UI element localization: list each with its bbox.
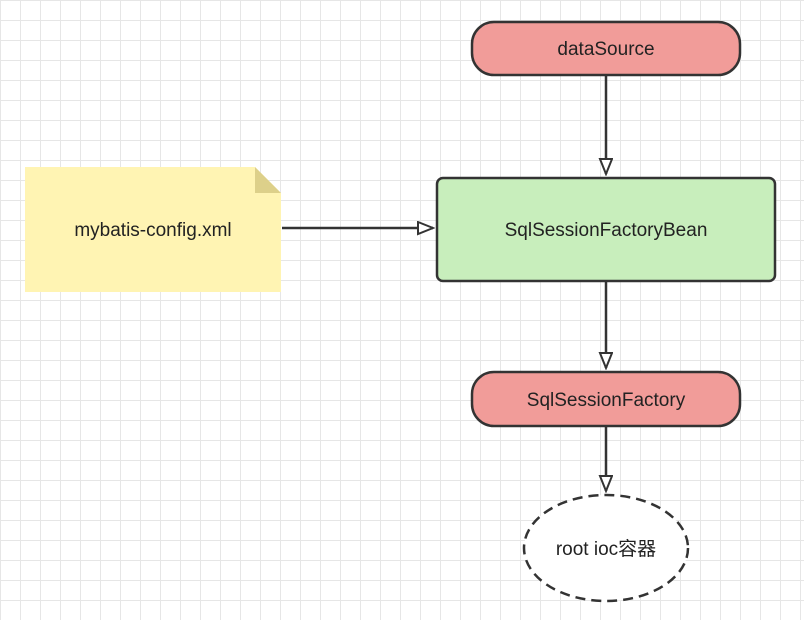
node-config-file-shape bbox=[25, 167, 281, 292]
node-root-ioc-shape bbox=[522, 493, 690, 603]
node-session-factory-shape bbox=[470, 370, 742, 428]
node-data-source-shape bbox=[470, 20, 742, 77]
node-root-ioc-label: root ioc容器 bbox=[556, 538, 656, 560]
node-factory-bean-label: SqlSessionFactoryBean bbox=[505, 220, 708, 241]
node-data-source-label: dataSource bbox=[557, 39, 654, 60]
node-session-factory[interactable]: SqlSessionFactory bbox=[470, 370, 742, 428]
node-factory-bean[interactable]: SqlSessionFactoryBean bbox=[435, 176, 777, 283]
node-session-factory-label: SqlSessionFactory bbox=[527, 390, 686, 411]
node-data-source[interactable]: dataSource bbox=[470, 20, 742, 77]
node-factory-bean-shape bbox=[435, 176, 777, 283]
note-fold-corner bbox=[255, 167, 281, 193]
node-config-file[interactable]: mybatis-config.xml bbox=[25, 167, 281, 292]
node-root-ioc[interactable]: root ioc容器 bbox=[522, 493, 690, 603]
node-config-file-label: mybatis-config.xml bbox=[74, 220, 231, 241]
